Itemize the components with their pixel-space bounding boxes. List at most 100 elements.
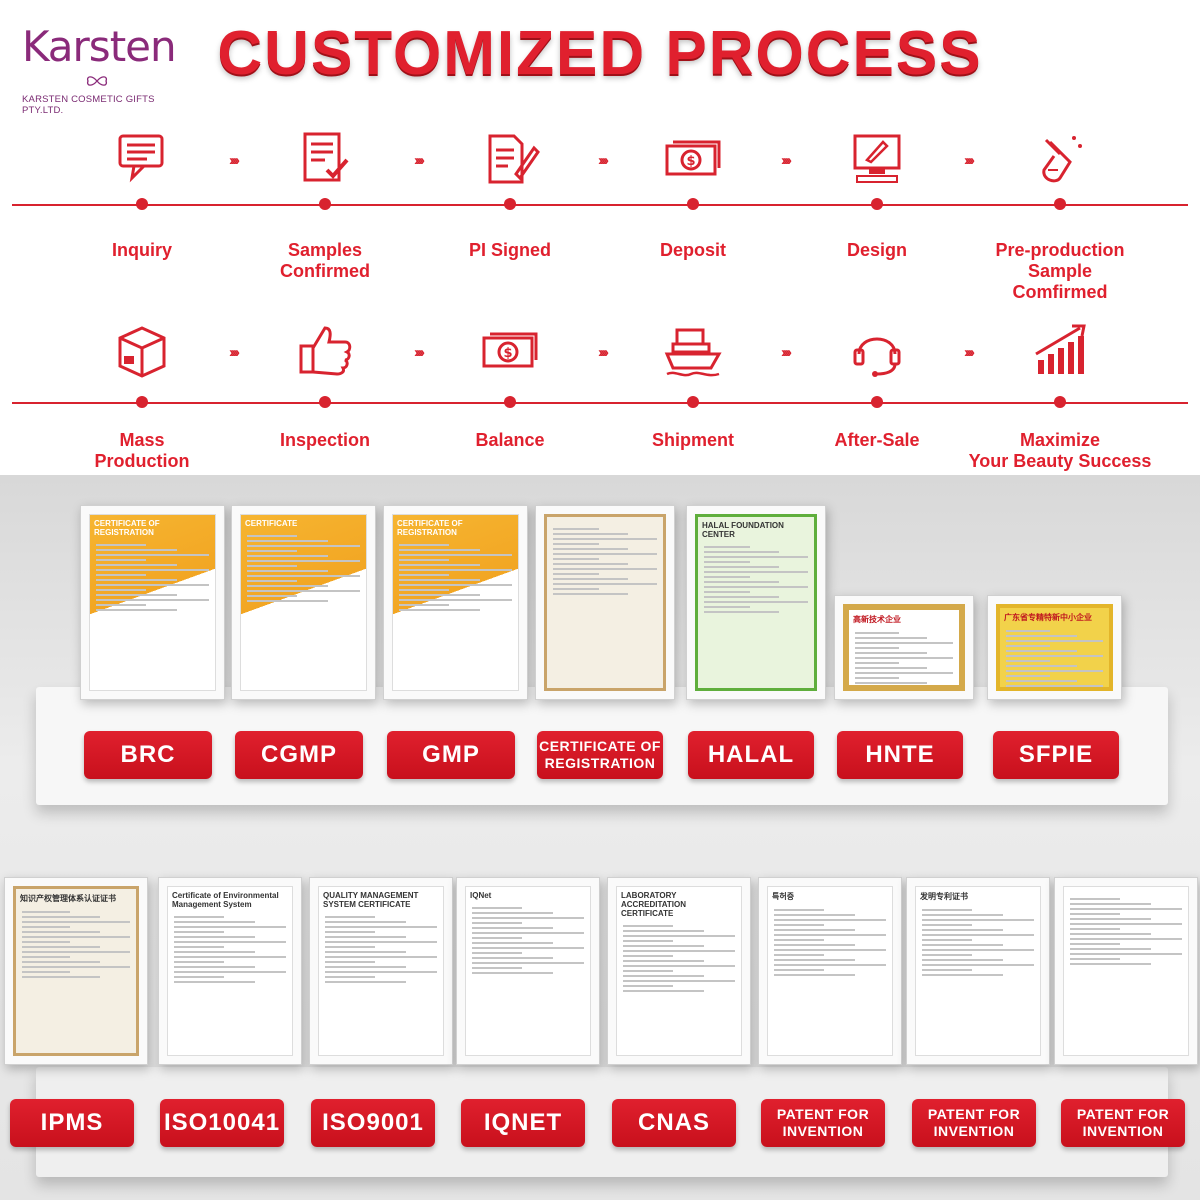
certificate-text-line [922,969,972,971]
certificate-text-line [472,917,584,919]
certificate-text-line [247,545,360,547]
step-dot [504,198,516,210]
certificate-text-line [623,945,704,947]
certificate-text-line [96,604,146,606]
certificate-text-line [174,931,224,933]
certificate-text-line [472,907,522,909]
certificate-text-line [922,959,1003,961]
certificate-image [1063,886,1189,1056]
certificate-image: LABORATORY ACCREDITATION CERTIFICATE [616,886,742,1056]
step-dot [687,396,699,408]
certificate-tag: ISO9001 [311,1099,435,1147]
certificate-header: 知识产权管理体系认证证书 [20,894,116,903]
certificate-text-line [174,971,286,973]
certificate-text-line [855,677,899,679]
certificate-text-line [96,559,146,561]
certificate-frame: LABORATORY ACCREDITATION CERTIFICATE [607,877,751,1065]
certificate-text-line [22,976,100,978]
certificate-header: CERTIFICATE OF REGISTRATION [94,519,160,537]
certificate-frame: 高新技术企业 [834,595,974,700]
thumbs-up-icon [299,326,352,376]
certificate-text-line [174,951,255,953]
certificate-text-line [623,985,673,987]
certificate-text-line [623,940,673,942]
certificate-text-line [922,949,1034,951]
certificate-text-line [855,637,927,639]
certificate-text-line [553,558,600,560]
certificate-text-line [399,574,449,576]
certificate-text-line [325,926,437,928]
certificate-text-line [22,956,70,958]
certificate-text-line [704,586,808,588]
step-label: PI Signed [468,240,551,260]
certificate-text-line [96,594,178,596]
certificate-text-line [922,974,1003,976]
certificate-text-line [247,570,329,572]
brand-subtitle: KARSTEN COSMETIC GIFTS PTY.LTD. [22,94,155,116]
certificate-text-line [704,576,751,578]
computer-design-icon [853,134,901,183]
certificate-text-line [325,956,437,958]
certificate-text-line [553,548,629,550]
step-dot [871,396,883,408]
certificate-image: IQNet [465,886,591,1056]
certificate-text-line [472,942,553,944]
svg-text:$: $ [686,154,695,169]
certificate-text-line [704,596,780,598]
arrow-chevrons-icon: ›››› [598,344,609,361]
certificate-header: CERTIFICATE [245,519,298,528]
step-label: Inspection [279,430,370,450]
step-dot [1054,198,1066,210]
certificate-text-line [96,544,146,546]
certificate-text-line [855,647,899,649]
certificate-text-line [96,564,178,566]
certificate-text-line [325,921,406,923]
certificate-text-line [855,642,953,644]
certificate-text-line [325,941,437,943]
step-dot [319,198,331,210]
certificate-tag: ISO10041 [160,1099,284,1147]
certificate-text-line [704,581,780,583]
certificate-header: 특허증 [772,892,795,901]
certificate-text-line [22,931,100,933]
certificate-text-line [472,927,553,929]
certificate-image: 广东省专精特新中小企业 [996,604,1113,691]
step-dot [136,396,148,408]
certificate-text-line [774,909,824,911]
certificate-text-line [22,936,130,938]
certificate-text-line [22,946,100,948]
certificate-text-line [1006,635,1077,637]
step-dot [871,198,883,210]
certificate-header: 高新技术企业 [853,615,901,624]
certificate-text-line [704,606,751,608]
certificate-text-line [1070,948,1151,950]
certificate-text-line [553,528,600,530]
certificate-text-line [1070,898,1120,900]
certificate-text-line [922,944,1003,946]
certificate-text-line [399,544,449,546]
certificate-text-line [922,919,1034,921]
certificate-text-line [623,970,673,972]
certificate-text-line [174,981,255,983]
svg-text:$: $ [503,346,512,361]
process-step: Design [777,128,977,260]
certificate-text-line [855,662,899,664]
certificate-text-line [22,971,70,973]
certificate-text-line [399,579,481,581]
step-dot [1054,396,1066,408]
certificate-text-line [553,533,629,535]
cash-icon: $ [482,332,538,368]
certificate-text-line [247,560,360,562]
certificate-text-line [472,972,553,974]
certificate-text-line [96,589,146,591]
certificate-frame: Certificate of Environmental Management … [158,877,302,1065]
certificate-text-line [704,556,808,558]
certificate-text-line [22,966,130,968]
certificate-text-line [174,941,286,943]
certificate-text-line [922,939,972,941]
certificate-frame: CERTIFICATE OF REGISTRATION [383,505,528,700]
